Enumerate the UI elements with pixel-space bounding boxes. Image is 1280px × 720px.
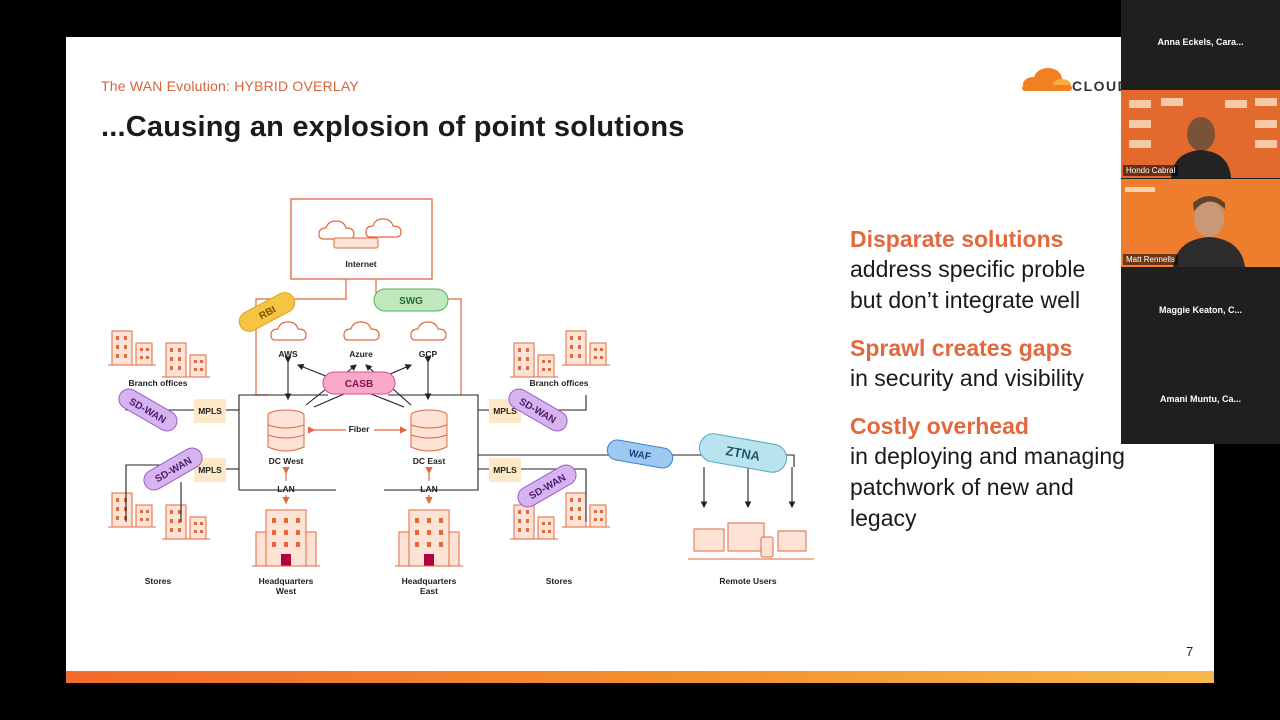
point-line: in security and visibility xyxy=(850,365,1084,391)
branch-offices-right-label: Branch offices xyxy=(529,378,588,388)
slide-title: ...Causing an explosion of point solutio… xyxy=(101,111,685,143)
participant-name: Hondo Cabral xyxy=(1123,165,1179,176)
point-line: patchwork of new and xyxy=(850,474,1074,500)
hq-east-label: Headquarters xyxy=(402,576,457,586)
mpls-label-3: MPLS xyxy=(493,406,517,416)
point-overhead: Costly overhead in deploying and managin… xyxy=(850,412,1210,534)
slide-footer-bar xyxy=(66,671,1214,683)
participant-name: Anna Eckels, Cara... xyxy=(1157,37,1244,47)
point-disparate: Disparate solutions address specific pro… xyxy=(850,225,1210,316)
ztna-band-label: ZTNA xyxy=(725,443,762,464)
cloudflare-logo-icon xyxy=(1022,68,1072,91)
point-line: but don’t integrate well xyxy=(850,287,1081,313)
presentation-slide: The WAN Evolution: HYBRID OVERLAY ...Cau… xyxy=(66,37,1214,683)
network-diagram: Internet AWS Azure GCP DC West DC East F… xyxy=(107,198,814,596)
point-heading: Disparate solutions xyxy=(850,226,1064,252)
mpls-label-1: MPLS xyxy=(198,406,222,416)
participant-video-tile[interactable]: Hondo Cabral xyxy=(1121,90,1280,178)
video-background xyxy=(1121,179,1280,267)
point-heading: Sprawl creates gaps xyxy=(850,335,1073,361)
stores-left-label: Stores xyxy=(145,576,172,586)
gcp-label: GCP xyxy=(419,349,438,359)
casb-band-label: CASB xyxy=(345,379,373,390)
point-line: in deploying and managing xyxy=(850,443,1125,469)
azure-label: Azure xyxy=(349,349,373,359)
dc-west-label: DC West xyxy=(269,456,304,466)
slide-kicker: The WAN Evolution: HYBRID OVERLAY xyxy=(101,78,359,94)
participants-panel: Anna Eckels, Cara... Hondo Cabral Matt R… xyxy=(1121,0,1280,444)
key-points: Disparate solutions address specific pro… xyxy=(850,225,1210,552)
waf-band-label: WAF xyxy=(628,448,652,463)
stores-right-label: Stores xyxy=(546,576,573,586)
remote-users-label: Remote Users xyxy=(719,576,776,586)
aws-label: AWS xyxy=(278,349,298,359)
hq-east-sublabel: East xyxy=(420,586,438,596)
branch-offices-left-label: Branch offices xyxy=(128,378,187,388)
video-background xyxy=(1121,90,1280,178)
participant-tile[interactable]: Amani Muntu, Ca... xyxy=(1121,356,1280,444)
lan-east-label: LAN xyxy=(420,484,437,494)
internet-label: Internet xyxy=(345,259,376,269)
participant-video-tile[interactable]: Matt Rennells xyxy=(1121,179,1280,267)
swg-band-label: SWG xyxy=(399,296,423,307)
fiber-label: Fiber xyxy=(349,424,370,434)
logo-wordmark: CLOUD xyxy=(1072,78,1130,94)
participant-name: Matt Rennells xyxy=(1123,254,1178,265)
lan-west-label: LAN xyxy=(277,484,294,494)
participant-tile[interactable]: Anna Eckels, Cara... xyxy=(1121,0,1280,88)
mpls-label-2: MPLS xyxy=(198,465,222,475)
point-heading: Costly overhead xyxy=(850,413,1029,439)
hq-west-sublabel: West xyxy=(276,586,296,596)
point-line: address specific proble xyxy=(850,256,1086,282)
hq-west-label: Headquarters xyxy=(259,576,314,586)
participant-name: Amani Muntu, Ca... xyxy=(1160,394,1241,404)
page-number: 7 xyxy=(1186,644,1194,659)
mpls-label-4: MPLS xyxy=(493,465,517,475)
dc-east-label: DC East xyxy=(413,456,446,466)
point-line: legacy xyxy=(850,505,917,531)
participant-tile[interactable]: Maggie Keaton, C... xyxy=(1121,268,1280,356)
participant-name: Maggie Keaton, C... xyxy=(1158,305,1242,315)
point-sprawl: Sprawl creates gaps in security and visi… xyxy=(850,334,1210,394)
